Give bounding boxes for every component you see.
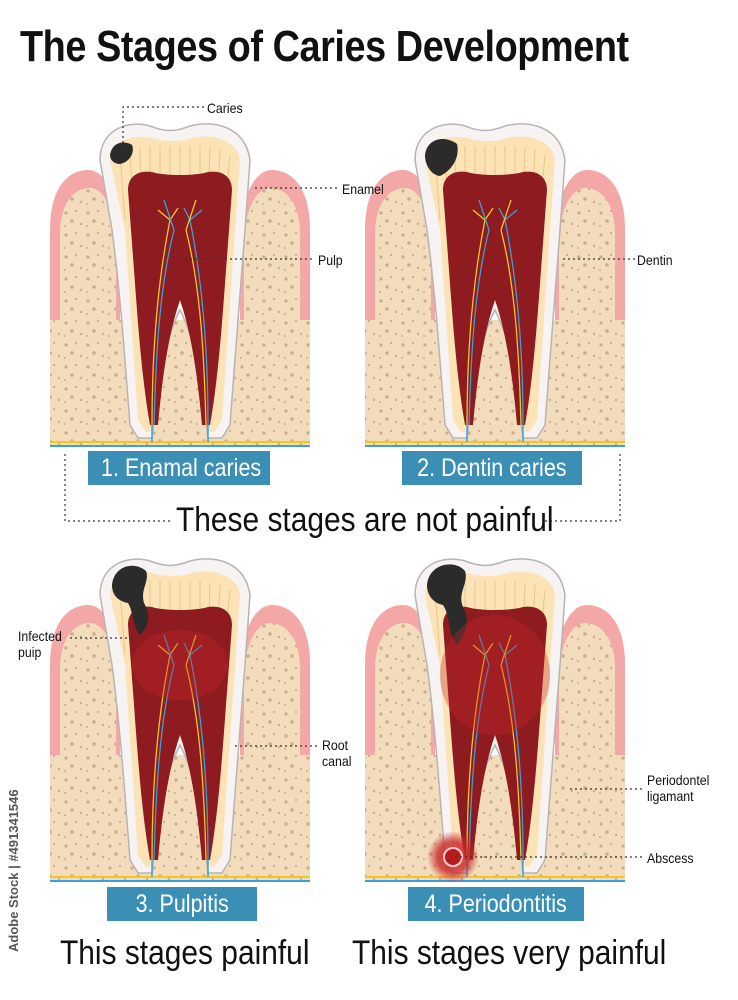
caries-spot	[110, 142, 133, 164]
root-canal-line2: canal	[322, 753, 352, 769]
dentin-label: Dentin	[637, 252, 673, 268]
very-painful-caption: This stages very painful	[352, 934, 667, 972]
infected-pulp-label: Infected puip	[18, 628, 62, 660]
caries-spot	[425, 139, 458, 176]
caries-spot	[427, 564, 467, 645]
tooth-stage-3	[49, 557, 311, 882]
root-canal-line1: Root	[322, 737, 349, 753]
page-title: The Stages of Caries Development	[20, 22, 629, 71]
enamel-label: Enamel	[342, 181, 384, 197]
tooth-stage-2	[364, 122, 626, 447]
stage-label-3: 3. Pulpitis	[107, 887, 257, 921]
stage-label-2: 2. Dentin caries	[402, 451, 582, 485]
caries-label: Caries	[207, 100, 243, 116]
stage-label-4: 4. Periodontitis	[408, 887, 584, 921]
periodontal-ligament-label: Periodontel ligamant	[647, 772, 709, 804]
root-canal-label: Root canal	[322, 737, 351, 769]
stage-label-1: 1. Enamal caries	[88, 451, 270, 485]
tooth-stage-4	[364, 557, 626, 883]
infected-pulp-line2: puip	[18, 644, 42, 660]
callout-lines	[64, 106, 645, 858]
periodontal-line2: ligamant	[647, 788, 694, 804]
caries-spot	[112, 565, 149, 635]
periodontal-line1: Periodontel	[647, 772, 710, 788]
abscess-label: Abscess	[647, 850, 694, 866]
infected-pulp-line1: Infected	[18, 628, 62, 644]
tooth-stage-1	[49, 122, 311, 447]
not-painful-caption: These stages are not painful	[176, 501, 554, 539]
painful-caption: This stages painful	[60, 934, 310, 972]
pulp-label: Pulp	[318, 252, 343, 268]
stock-credit: Adobe Stock | #491341546	[6, 789, 21, 952]
